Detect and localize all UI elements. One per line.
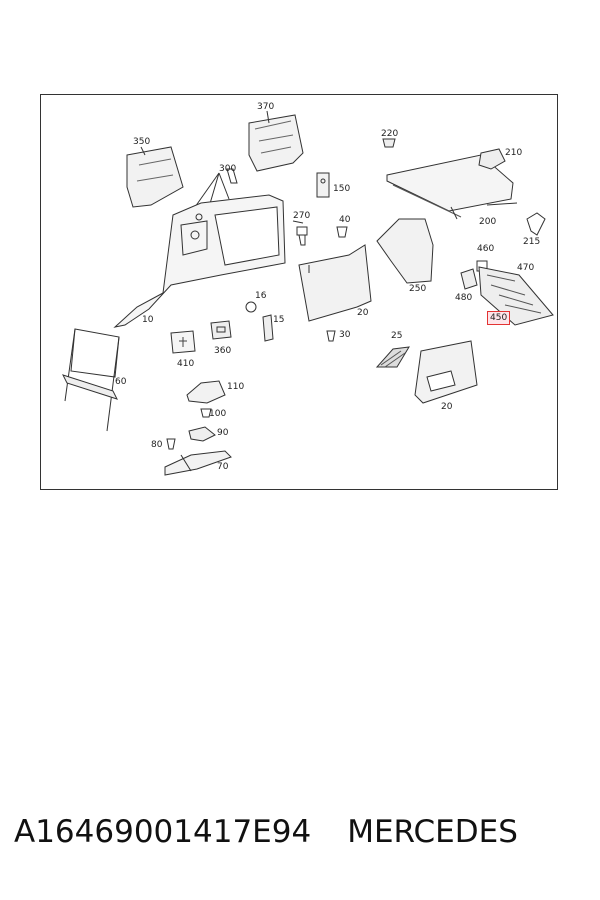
label-215: 215: [523, 237, 541, 247]
part-70-bracket: [164, 450, 232, 476]
parts-illustration: [62, 110, 554, 476]
label-220: 220: [381, 129, 399, 139]
part-number: A16469001417E94: [14, 814, 312, 850]
label-270: 270: [293, 211, 311, 221]
parts-diagram: 370 350 300 220 210 150 270 40 200 215 4…: [40, 94, 558, 490]
label-470: 470: [517, 263, 535, 273]
part-350-bracket: [126, 146, 184, 208]
part-60-net: [70, 328, 120, 378]
label-25: 25: [391, 331, 403, 341]
label-60: 60: [115, 377, 127, 387]
label-100: 100: [209, 409, 227, 419]
label-150: 150: [333, 184, 351, 194]
label-450-highlighted[interactable]: 450: [487, 311, 511, 325]
part-450-sill: [478, 266, 554, 326]
part-250-panel: [376, 218, 434, 284]
label-80: 80: [151, 440, 163, 450]
part-110-cover: [186, 380, 226, 404]
caption-bar: A16469001417E94 MERCEDES: [14, 810, 590, 854]
label-20-upper: 20: [357, 308, 369, 318]
label-10: 10: [142, 315, 154, 325]
label-20-lower: 20: [441, 402, 453, 412]
label-15: 15: [273, 315, 285, 325]
label-410: 410: [177, 359, 195, 369]
label-460: 460: [477, 244, 495, 254]
label-300: 300: [219, 164, 237, 174]
label-90: 90: [217, 428, 229, 438]
label-210: 210: [505, 148, 523, 158]
label-350: 350: [133, 137, 151, 147]
brand-name: MERCEDES: [347, 814, 518, 850]
label-250: 250: [409, 284, 427, 294]
part-20-panel: [298, 244, 372, 322]
label-30: 30: [339, 330, 351, 340]
label-16: 16: [255, 291, 267, 301]
label-480: 480: [455, 293, 473, 303]
label-360: 360: [214, 346, 232, 356]
label-200: 200: [479, 217, 497, 227]
label-370: 370: [257, 102, 275, 112]
label-70: 70: [217, 462, 229, 472]
part-370-panel: [248, 114, 304, 172]
label-40: 40: [339, 215, 351, 225]
label-110: 110: [227, 382, 245, 392]
